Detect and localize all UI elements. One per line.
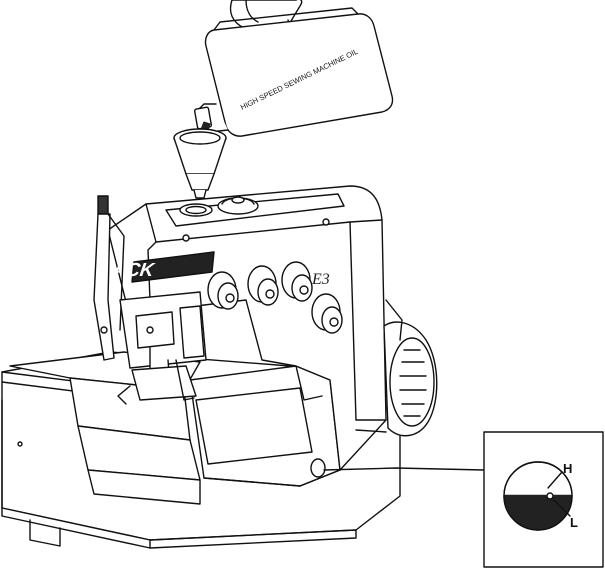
high-mark-label: H	[563, 461, 572, 476]
handwheel	[384, 300, 437, 436]
funnel	[174, 129, 226, 198]
oil-sight-window	[311, 459, 325, 477]
low-mark-label: L	[570, 515, 578, 530]
level-mark	[547, 493, 553, 499]
oil-gauge-inset: H L	[484, 432, 603, 567]
sewing-machine: JACK E3	[2, 186, 437, 548]
oil-bottle: HIGH SPEED SEWING MACHINE OIL	[194, 8, 392, 136]
model-badge: E3	[311, 271, 330, 288]
